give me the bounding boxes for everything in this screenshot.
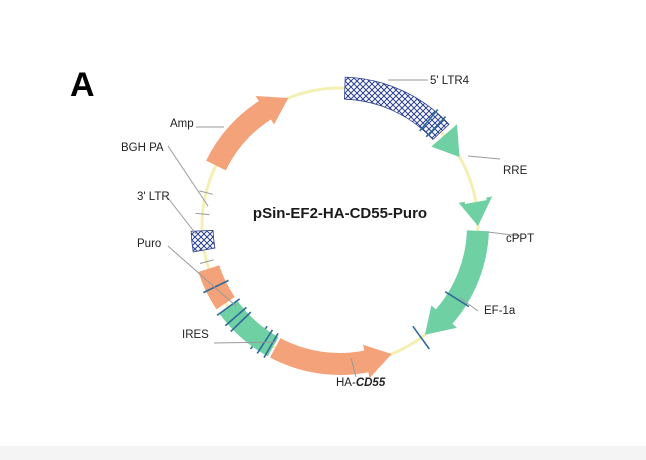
label-cppt: cPPT — [506, 233, 534, 245]
leader-ires — [213, 341, 277, 344]
feature-ltr3 — [190, 230, 216, 253]
marker-bgh — [199, 190, 214, 195]
leader-ef1a — [459, 297, 479, 312]
label-bgh: BGH PA — [121, 142, 164, 154]
label-cd55: CD55 — [356, 377, 386, 389]
feature-ha-cd55 — [270, 338, 392, 379]
marker-ires-d — [224, 306, 247, 327]
feature-ltr5 — [344, 76, 450, 140]
label-puro: Puro — [137, 238, 161, 250]
label-ltr5: 5' LTR4 — [430, 75, 470, 87]
leader-ha-cd55 — [350, 357, 357, 378]
marker-ltr3 — [195, 212, 210, 216]
label-ltr3: 3' LTR — [137, 191, 170, 203]
marker-puro-a — [216, 298, 241, 316]
label-amp: Amp — [170, 118, 194, 130]
marker-puro-c — [199, 259, 214, 265]
label-ha-prefix: HA- — [336, 377, 356, 389]
leader-puro — [167, 245, 237, 307]
label-ha-cd55: HA-CD55 — [336, 377, 386, 389]
plasmid-features — [190, 76, 493, 379]
panel-letter: A — [70, 66, 95, 104]
label-ires: IRES — [182, 329, 209, 341]
label-ef1a: EF-1a — [484, 305, 516, 317]
marker-puro-b — [203, 279, 229, 294]
marker-ltr5-b — [425, 116, 447, 138]
feature-cppt — [458, 196, 493, 226]
marker-ires-a — [263, 332, 279, 359]
plasmid-name: pSin-EF2-HA-CD55-Puro — [253, 205, 427, 222]
marker-ltr5-a — [419, 109, 439, 132]
marker-ires-c — [230, 311, 252, 333]
label-rre: RRE — [503, 165, 528, 177]
leader-bgh — [167, 145, 209, 207]
feature-puro — [198, 265, 235, 310]
feature-ef1a — [424, 230, 489, 335]
feature-amp — [206, 96, 289, 171]
marker-ef1a-end — [412, 325, 430, 350]
leader-lines — [167, 79, 521, 378]
marker-ef1a — [444, 291, 470, 308]
feature-rre — [431, 124, 460, 157]
bottom-band — [0, 446, 646, 460]
leader-rre — [467, 155, 501, 160]
leader-cppt — [487, 231, 521, 237]
leader-ltr3 — [167, 197, 197, 235]
